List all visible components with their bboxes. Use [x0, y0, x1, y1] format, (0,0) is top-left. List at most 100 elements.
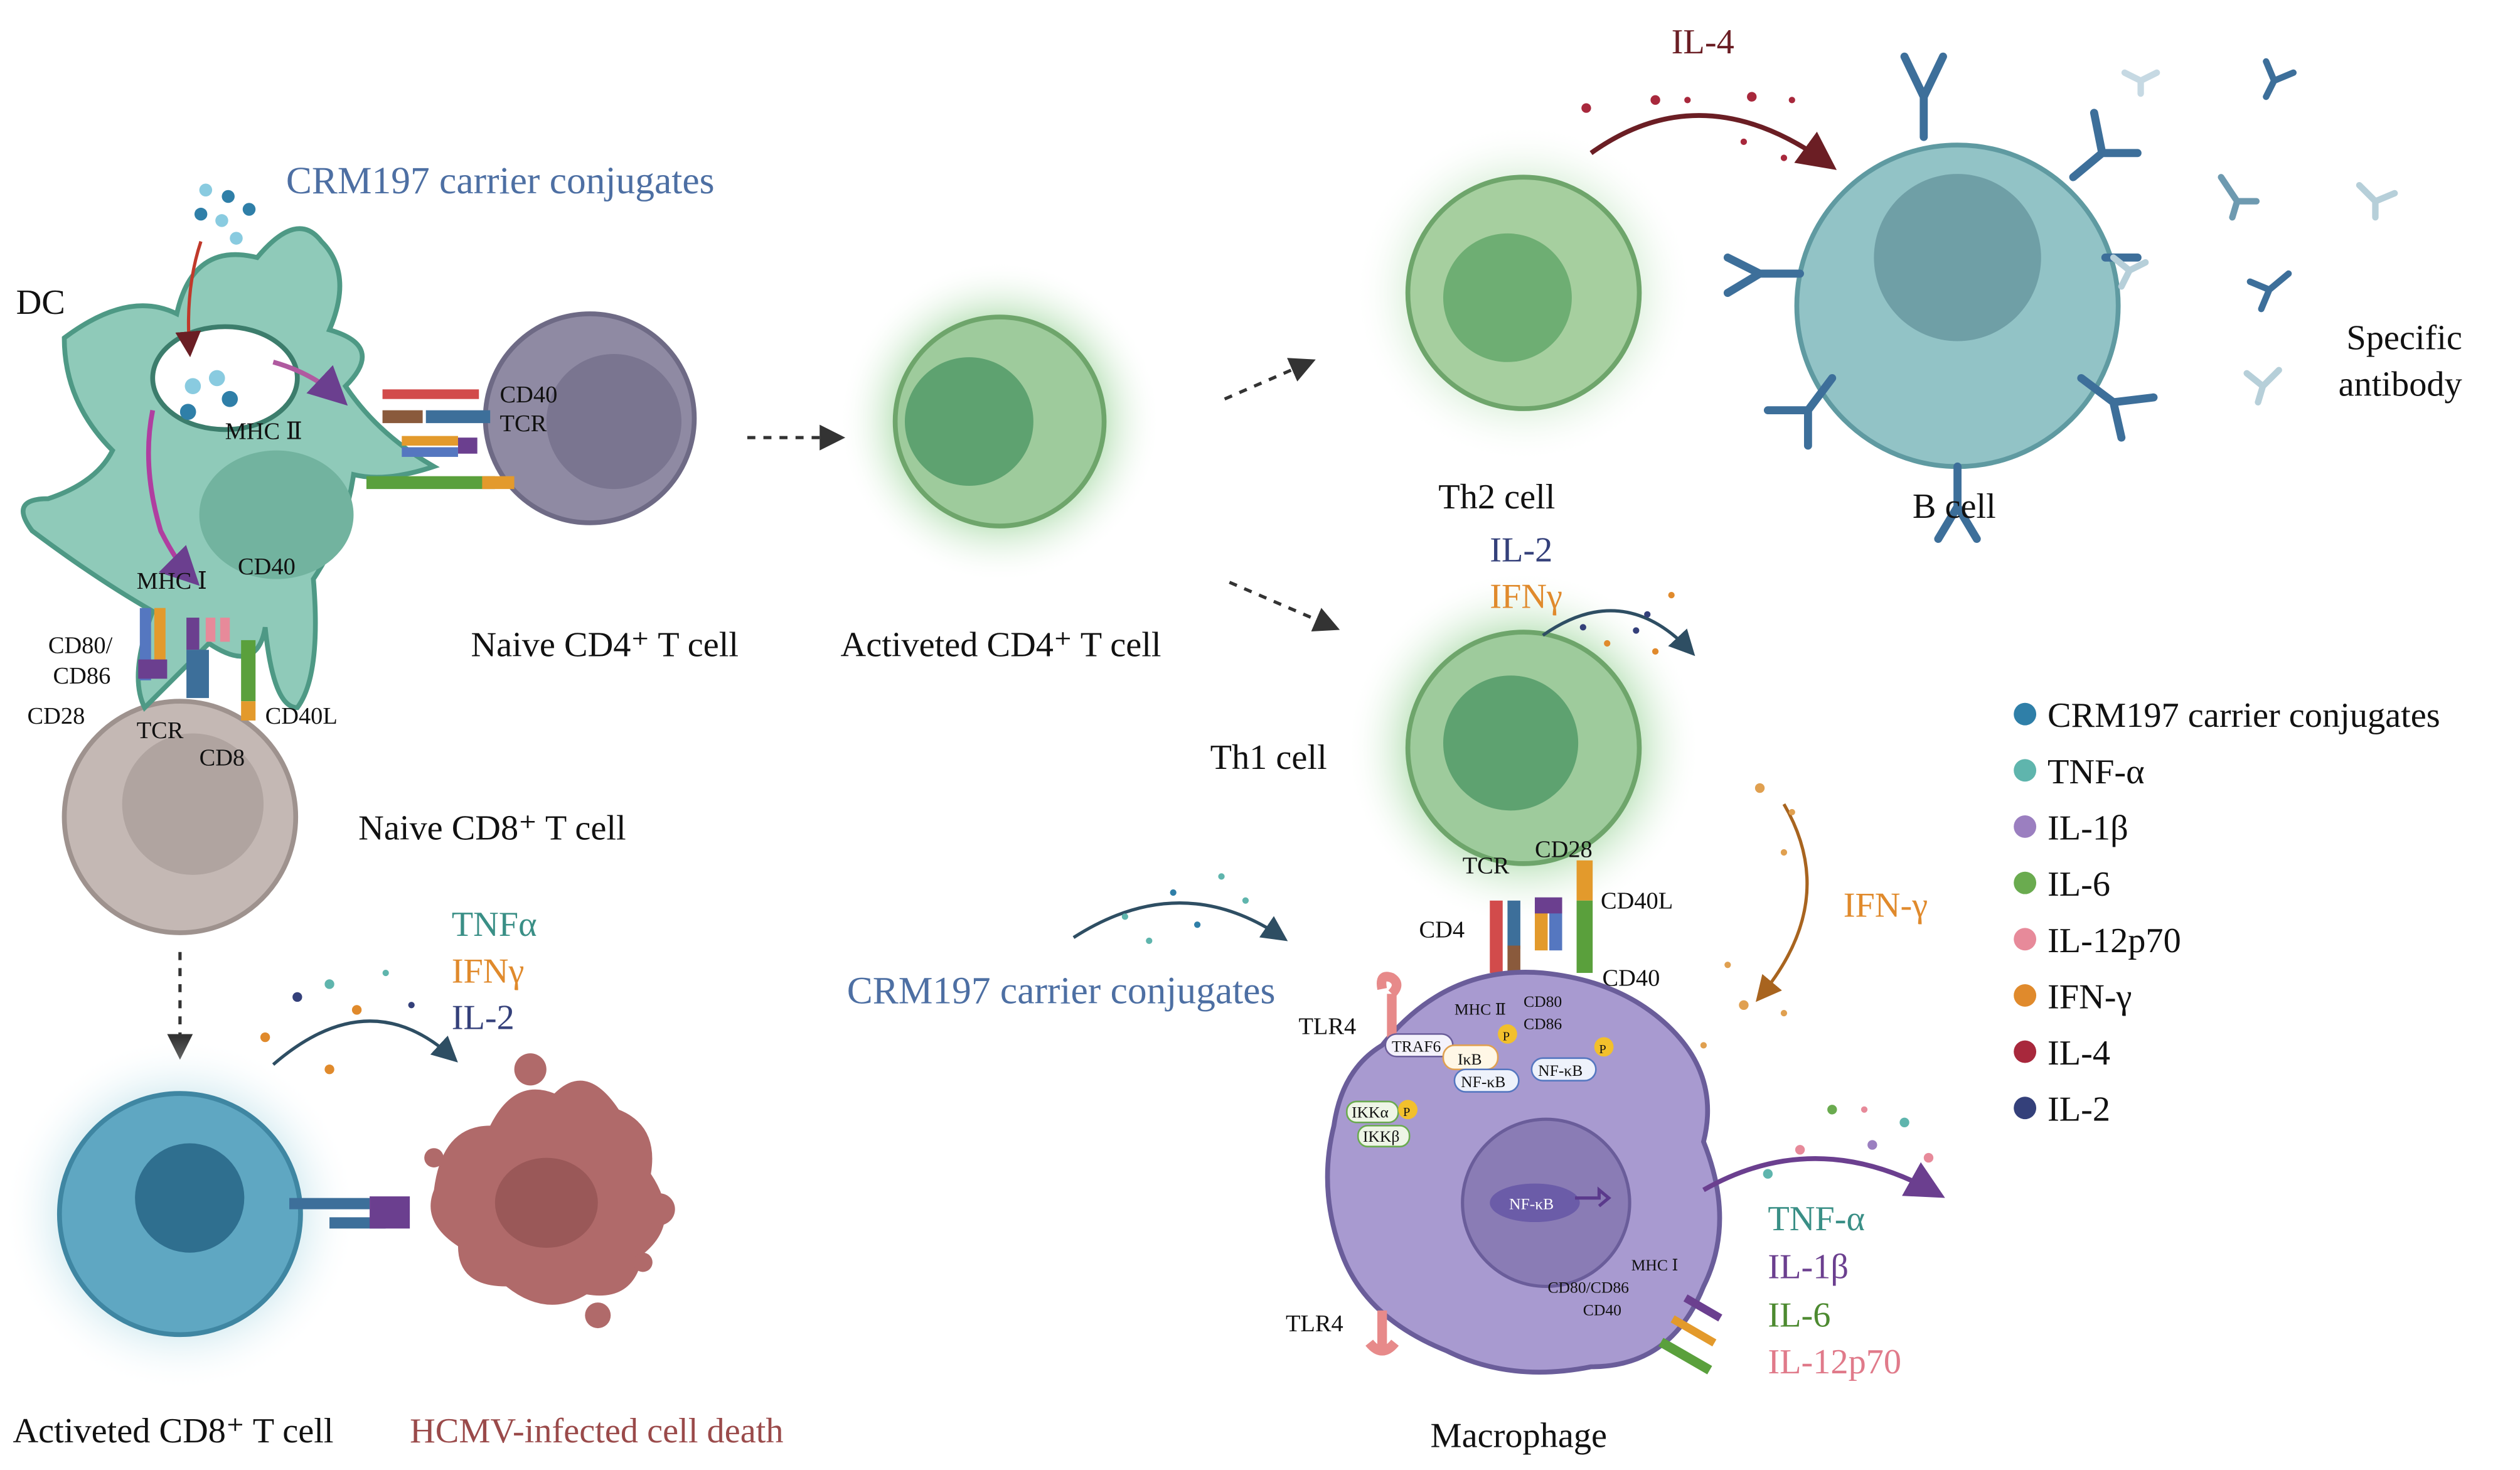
dendritic-cell — [21, 226, 440, 712]
naive-cd4-t-cell — [483, 311, 697, 525]
cd8-cytokine-arrow — [272, 1019, 458, 1066]
cd8-target-receptors — [289, 1196, 410, 1229]
il4-arrow — [1589, 113, 1837, 170]
activated-cd4-label: Activeted CD4⁺ T cell — [841, 626, 1161, 665]
naive-cd4-label: Naive CD4⁺ T cell — [471, 626, 739, 665]
legend-label: IL-2 — [2048, 1090, 2110, 1129]
tlr4-top-label: TLR4 — [1298, 1013, 1356, 1039]
legend-swatch — [2014, 928, 2037, 951]
activated-cd4-t-cell — [838, 260, 1161, 582]
mac-mhc1-label: MHC Ⅰ — [1631, 1256, 1679, 1274]
th1-ifng-label: IFNγ — [1490, 577, 1562, 616]
antibodies — [1723, 52, 2158, 543]
legend-label: IFN-γ — [2048, 977, 2132, 1016]
legend-swatch — [2014, 1097, 2037, 1120]
mhc1-label: MHC Ⅰ — [137, 568, 207, 594]
svg-text:NF-κB: NF-κB — [1461, 1073, 1505, 1091]
legend-item: IL-6 — [2014, 865, 2110, 904]
th1-macrophage-receptors — [1490, 860, 1593, 975]
cd8-cytokine-particles — [260, 969, 415, 1075]
th1-cytokine-particles — [1579, 592, 1675, 655]
legend-item: IL-12p70 — [2014, 921, 2181, 960]
naive-cd8-label: Naive CD8⁺ T cell — [358, 808, 626, 847]
svg-text:P: P — [1403, 1105, 1410, 1119]
legend: CRM197 carrier conjugatesTNF-αIL-1βIL-6I… — [2014, 696, 2440, 1129]
dc-label: DC — [16, 283, 65, 322]
mac-cd80-label: CD80 — [1524, 992, 1562, 1011]
ifn-gamma-arrow — [1755, 803, 1809, 1002]
dc-conjugates-label: CRM197 carrier conjugates — [286, 159, 715, 202]
svg-text:IκB: IκB — [1458, 1050, 1482, 1068]
activated-cd8-t-cell — [3, 1037, 357, 1391]
mac-il12-label: IL-12p70 — [1768, 1343, 1901, 1381]
mhc2-label: MHC Ⅱ — [225, 419, 302, 445]
legend-swatch — [2014, 871, 2037, 894]
legend-swatch — [2014, 759, 2037, 782]
cd28-label: CD28 — [28, 703, 85, 729]
cd8-label: CD8 — [200, 745, 245, 771]
th1-cell — [1347, 571, 1700, 925]
mac-conjugates-label: CRM197 carrier conjugates — [847, 970, 1276, 1012]
svg-text:NF-κB: NF-κB — [1538, 1061, 1583, 1080]
cd8-tcr-label: TCR — [137, 717, 184, 744]
ikka-node: IKKα — [1346, 1100, 1399, 1124]
mac-cd4-label: CD4 — [1419, 917, 1465, 943]
legend-swatch — [2014, 1040, 2037, 1063]
tlr4-bottom-label: TLR4 — [1286, 1311, 1343, 1337]
cd8-ifng-label: IFNγ — [452, 952, 525, 990]
mac-tnfa-label: TNF-α — [1768, 1199, 1865, 1238]
legend-item: IL-2 — [2014, 1090, 2110, 1129]
ikkb-node: IKKβ — [1357, 1125, 1411, 1147]
ifn-gamma-particles — [1700, 783, 1795, 1049]
legend-item: IFN-γ — [2014, 977, 2132, 1016]
cd80-label: CD80/ — [48, 632, 113, 658]
legend-swatch — [2014, 815, 2037, 838]
legend-item: TNF-α — [2014, 753, 2145, 791]
legend-item: IL-1β — [2014, 808, 2128, 847]
arrow-to-th2 — [1224, 358, 1316, 401]
mac-conjugate-particles — [1121, 873, 1249, 944]
arrow-to-th1 — [1229, 581, 1340, 632]
legend-label: IL-1β — [2048, 808, 2128, 847]
th2-cell — [1355, 124, 1692, 462]
mac-cytokine-particles — [1763, 1105, 1934, 1179]
mac-cd80-cd86-label: CD80/CD86 — [1547, 1279, 1629, 1297]
svg-text:TRAF6: TRAF6 — [1392, 1038, 1441, 1056]
cd86-label: CD86 — [53, 663, 111, 689]
ifn-gamma-label: IFN-γ — [1844, 886, 1928, 925]
macrophage-label: Macrophage — [1430, 1417, 1607, 1456]
legend-label: TNF-α — [2048, 753, 2145, 791]
dc-cd4-receptors — [366, 389, 515, 490]
legend-item: IL-4 — [2014, 1034, 2110, 1073]
svg-text:P: P — [1503, 1030, 1510, 1044]
activated-cd8-label: Activeted CD8⁺ T cell — [13, 1412, 333, 1451]
conjugate-particles — [194, 183, 256, 245]
legend-label: IL-4 — [2048, 1034, 2110, 1073]
nucleus-nfkb-label: NF-κB — [1509, 1195, 1554, 1213]
il4-particles — [1581, 92, 1795, 161]
cd40-label-top: CD40 — [500, 382, 558, 408]
macrophage-cell — [1325, 970, 1722, 1375]
mac-cd28-label: CD28 — [1535, 837, 1593, 863]
mac-tcr-label: TCR — [1463, 852, 1510, 879]
cd8-il2-label: IL-2 — [452, 999, 515, 1038]
mac-cd86-label: CD86 — [1524, 1015, 1562, 1033]
th1-cytokine-arrow — [1542, 609, 1695, 657]
th1-label: Th1 cell — [1210, 738, 1327, 777]
legend-item: CRM197 carrier conjugates — [2014, 696, 2440, 735]
legend-swatch — [2014, 984, 2037, 1007]
phospho-icon: P — [1498, 1024, 1517, 1044]
dc-cd8-receptors — [138, 608, 256, 721]
mac-mhc2-label: MHC Ⅱ — [1455, 1001, 1506, 1019]
ikb-node: IκB — [1442, 1044, 1499, 1071]
hcmv-label: HCMV-infected cell death — [410, 1412, 783, 1451]
nfkb-node-2: NF-κB — [1530, 1057, 1597, 1081]
legend-label: IL-12p70 — [2048, 921, 2181, 960]
legend-label: CRM197 carrier conjugates — [2048, 696, 2440, 735]
th1-il2-label: IL-2 — [1490, 530, 1552, 569]
mac-cd40l-label: CD40L — [1601, 888, 1673, 915]
cd40-label: CD40 — [238, 554, 296, 580]
il4-label: IL-4 — [1672, 23, 1734, 62]
tcr-label-top: TCR — [500, 410, 547, 437]
